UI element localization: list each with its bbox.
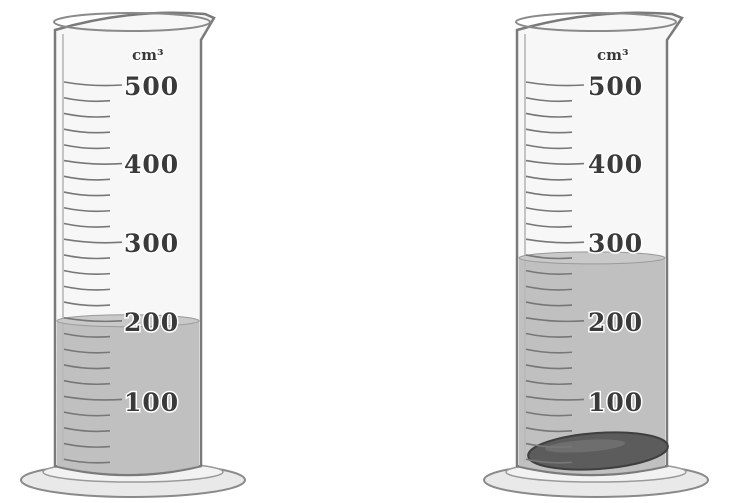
left-scale-400: 400 bbox=[124, 150, 179, 179]
minor-graduation-tick bbox=[63, 191, 111, 197]
minor-graduation-tick bbox=[63, 285, 111, 291]
right-scale-400: 400 bbox=[588, 150, 643, 179]
minor-graduation-tick bbox=[525, 206, 573, 213]
minor-graduation-tick bbox=[63, 206, 111, 213]
right-cylinder-meniscus bbox=[518, 251, 666, 265]
minor-graduation-tick bbox=[63, 175, 111, 181]
minor-graduation-tick bbox=[525, 96, 573, 103]
major-graduation-tick bbox=[525, 159, 585, 165]
left-cylinder-meniscus bbox=[56, 314, 200, 328]
minor-graduation-tick bbox=[63, 348, 111, 354]
minor-graduation-tick bbox=[63, 254, 111, 260]
minor-graduation-tick bbox=[63, 301, 111, 307]
minor-graduation-tick bbox=[525, 364, 573, 370]
right-scale-100: 100 bbox=[588, 388, 643, 417]
minor-graduation-tick bbox=[63, 411, 111, 417]
major-graduation-tick bbox=[525, 317, 585, 323]
left-cylinder-liquid bbox=[57, 320, 199, 474]
minor-graduation-tick bbox=[63, 442, 111, 448]
left-scale-300: 300 bbox=[124, 229, 179, 258]
minor-graduation-tick bbox=[525, 332, 573, 338]
minor-graduation-tick bbox=[525, 458, 573, 464]
right-cylinder-rim bbox=[515, 12, 677, 32]
right-scale-500: 500 bbox=[588, 72, 643, 101]
minor-graduation-tick bbox=[525, 128, 573, 134]
right-scale-300: 300 bbox=[588, 229, 643, 258]
minor-graduation-tick bbox=[525, 301, 573, 307]
left-cylinder-graduations bbox=[63, 81, 123, 464]
minor-graduation-tick bbox=[63, 427, 111, 433]
minor-graduation-tick bbox=[525, 427, 573, 433]
minor-graduation-tick bbox=[525, 411, 573, 417]
minor-graduation-tick bbox=[63, 96, 111, 103]
major-graduation-tick bbox=[63, 317, 123, 323]
right-unit-label: cm³ bbox=[597, 46, 629, 64]
submerged-stone-highlight bbox=[545, 439, 625, 453]
minor-graduation-tick bbox=[525, 112, 573, 118]
right-cylinder-graduations bbox=[525, 81, 585, 464]
minor-graduation-tick bbox=[525, 144, 573, 150]
minor-graduation-tick bbox=[525, 175, 573, 181]
left-cylinder-rim bbox=[53, 12, 211, 32]
major-graduation-tick bbox=[63, 159, 123, 165]
right-cylinder: cm³ 500 400 300 200 100 bbox=[483, 11, 709, 498]
major-graduation-tick bbox=[63, 238, 123, 244]
major-graduation-tick bbox=[63, 395, 123, 401]
major-graduation-tick bbox=[525, 81, 585, 87]
minor-graduation-tick bbox=[63, 128, 111, 134]
left-unit-label: cm³ bbox=[132, 46, 164, 64]
left-cylinder: cm³ 500 400 300 200 100 bbox=[20, 11, 246, 498]
minor-graduation-tick bbox=[63, 222, 111, 228]
right-cylinder-liquid bbox=[519, 257, 665, 474]
minor-graduation-tick bbox=[63, 332, 111, 338]
minor-graduation-tick bbox=[63, 144, 111, 150]
minor-graduation-tick bbox=[525, 222, 573, 228]
major-graduation-tick bbox=[525, 395, 585, 401]
minor-graduation-tick bbox=[63, 379, 111, 386]
minor-graduation-tick bbox=[525, 379, 573, 386]
minor-graduation-tick bbox=[525, 269, 573, 276]
right-scale-200: 200 bbox=[588, 308, 643, 337]
minor-graduation-tick bbox=[63, 458, 111, 464]
major-graduation-tick bbox=[525, 238, 585, 244]
minor-graduation-tick bbox=[63, 269, 111, 276]
minor-graduation-tick bbox=[63, 112, 111, 118]
minor-graduation-tick bbox=[525, 191, 573, 197]
minor-graduation-tick bbox=[525, 285, 573, 291]
left-scale-200: 200 bbox=[124, 308, 179, 337]
minor-graduation-tick bbox=[525, 442, 573, 448]
major-graduation-tick bbox=[63, 81, 123, 87]
left-scale-100: 100 bbox=[124, 388, 179, 417]
minor-graduation-tick bbox=[525, 254, 573, 260]
minor-graduation-tick bbox=[63, 364, 111, 370]
minor-graduation-tick bbox=[525, 348, 573, 354]
submerged-stone bbox=[527, 431, 669, 471]
left-scale-500: 500 bbox=[124, 72, 179, 101]
